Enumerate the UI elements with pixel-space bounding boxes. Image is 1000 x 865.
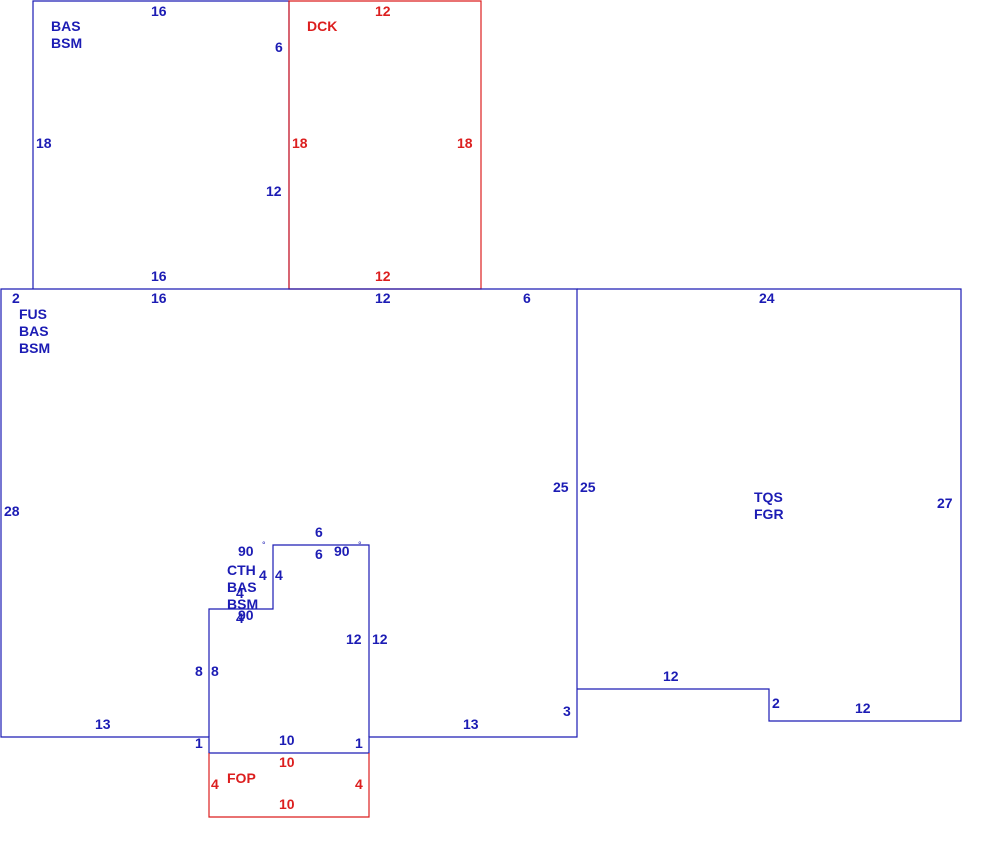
area-label-upper-bas: BAS — [51, 18, 81, 34]
fop-outline — [208, 753, 370, 818]
dim-label: 4 — [355, 776, 363, 792]
dim-label: 2 — [12, 290, 20, 306]
dim-label: 18 — [292, 135, 308, 151]
area-label-cth-bas: BAS — [227, 579, 257, 595]
dim-label: 10 — [279, 796, 295, 812]
dim-label: 12 — [346, 631, 362, 647]
dim-label: 90 — [334, 543, 350, 559]
dim-label: 12 — [855, 700, 871, 716]
dim-label: 6 — [275, 39, 283, 55]
dim-label: 18 — [457, 135, 473, 151]
dim-label: 90 — [238, 543, 254, 559]
dim-label: 90 — [238, 607, 254, 623]
dck-outline — [288, 0, 482, 290]
area-label-fus-bas: BAS — [19, 323, 49, 339]
dim-label: 18 — [36, 135, 52, 151]
area-label-tqs: TQS — [754, 489, 783, 505]
dim-label: 4 — [259, 567, 267, 583]
dim-label: 1 — [355, 735, 363, 751]
dim-label: 16 — [151, 290, 167, 306]
fus-outline — [0, 288, 578, 754]
area-label-fus-bsm: BSM — [19, 340, 50, 356]
dim-label: 12 — [663, 668, 679, 684]
area-label-fgr: FGR — [754, 506, 784, 522]
area-label-cth-bsm: BSM — [227, 596, 258, 612]
dim-label: 27 — [937, 495, 953, 511]
dim-label: 8 — [195, 663, 203, 679]
dim-label: 2 — [772, 695, 780, 711]
dim-label: 3 — [563, 703, 571, 719]
dim-label: 1 — [195, 735, 203, 751]
dim-label: 24 — [759, 290, 775, 306]
dim-label: 6 — [523, 290, 531, 306]
dim-label: 16 — [151, 268, 167, 284]
dim-label: 12 — [372, 631, 388, 647]
dim-label: 25 — [553, 479, 569, 495]
dim-label: 8 — [211, 663, 219, 679]
dim-label: 10 — [279, 732, 295, 748]
area-label-fus: FUS — [19, 306, 47, 322]
dim-label: 4 — [236, 610, 244, 626]
dim-label: 12 — [266, 183, 282, 199]
dim-label: 6 — [315, 524, 323, 540]
dim-label: 13 — [463, 716, 479, 732]
dim-label: 28 — [4, 503, 20, 519]
degree-mark: ° — [262, 540, 266, 550]
dim-label: 4 — [275, 567, 283, 583]
area-label-dck: DCK — [307, 18, 337, 34]
dim-label: 13 — [95, 716, 111, 732]
dim-label: 12 — [375, 268, 391, 284]
dim-label: 4 — [236, 585, 244, 601]
dim-label: 25 — [580, 479, 596, 495]
dim-label: 4 — [211, 776, 219, 792]
dim-label: 10 — [279, 754, 295, 770]
area-label-upper-bsm: BSM — [51, 35, 82, 51]
area-label-fop: FOP — [227, 770, 256, 786]
area-label-cth: CTH — [227, 562, 256, 578]
dim-label: 6 — [315, 546, 323, 562]
dim-label: 12 — [375, 290, 391, 306]
dim-label: 16 — [151, 3, 167, 19]
dim-label: 12 — [375, 3, 391, 19]
cth-outline — [208, 544, 370, 737]
degree-mark: ° — [358, 540, 362, 550]
tqs-outline — [577, 288, 962, 722]
